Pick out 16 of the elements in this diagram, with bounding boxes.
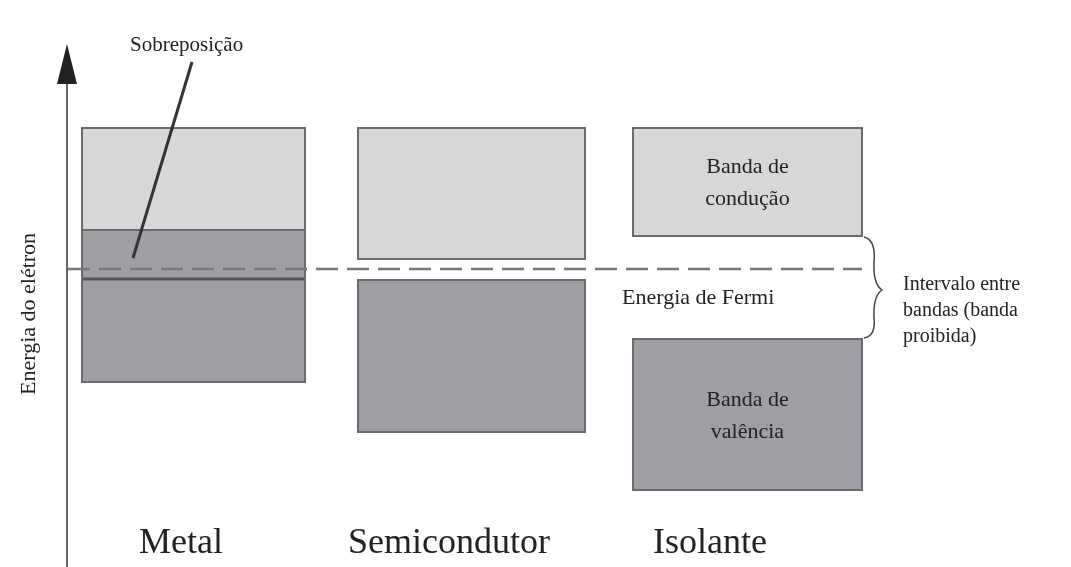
callout-label: Sobreposição [130, 32, 244, 57]
band-label: Banda de valência [705, 384, 790, 445]
material-label: Isolante [653, 520, 767, 562]
axis-label: Energia do elétron [15, 232, 41, 395]
band-label: Banda de condução [704, 152, 791, 212]
material-label: Metal [139, 520, 223, 562]
leader-line [131, 61, 194, 259]
conduction-band [357, 127, 586, 260]
valence-band [357, 279, 586, 433]
valence-band [632, 338, 863, 491]
conduction-band [632, 127, 863, 237]
fermi-level-label: Energia de Fermi [622, 284, 775, 310]
material-label: Semicondutor [348, 520, 550, 562]
band-gap-label: Intervalo entre bandas (banda proibida) [903, 271, 1022, 348]
valence-band [81, 229, 306, 383]
conduction-band [81, 127, 306, 231]
